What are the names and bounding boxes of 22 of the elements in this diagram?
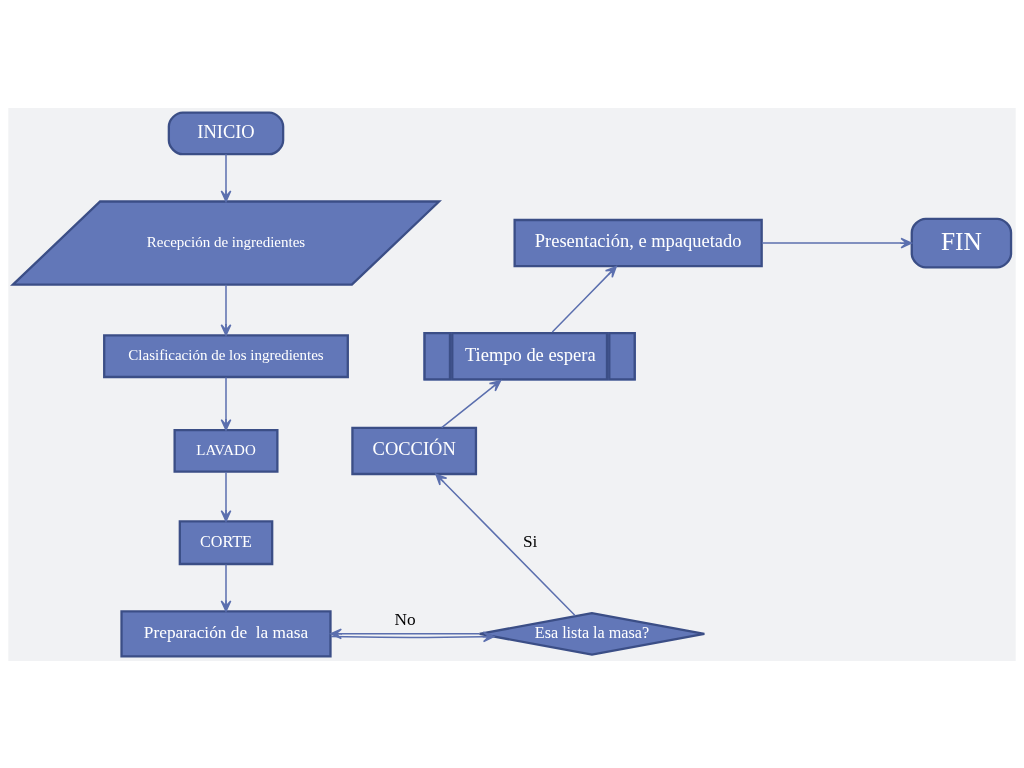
edge-label: Si: [522, 531, 538, 551]
node-box: COCCIÓN: [351, 426, 478, 475]
edge-label: No: [394, 609, 416, 629]
arrow: [220, 563, 232, 612]
arrow: [440, 379, 502, 428]
arrow: [220, 283, 232, 336]
node-box: Preparación de la masa: [120, 609, 332, 658]
arrow: [551, 265, 617, 333]
arrow: [435, 472, 577, 616]
arrow: [330, 630, 495, 642]
node-box: Presentación, e mpaquetado: [513, 218, 763, 267]
arrow: [330, 627, 481, 639]
node-box: CORTE: [178, 519, 274, 565]
arrow: [220, 153, 232, 202]
node-box: Clasificación de los ingredientes: [103, 333, 349, 378]
node-box: LAVADO: [173, 428, 279, 473]
arrow: [220, 376, 232, 431]
arrow: [761, 237, 913, 248]
node-diamond: Esa lista la masa?: [478, 611, 706, 656]
node-box: FIN: [910, 217, 1013, 268]
node-box: INICIO: [167, 110, 285, 155]
arrow: [220, 470, 232, 522]
